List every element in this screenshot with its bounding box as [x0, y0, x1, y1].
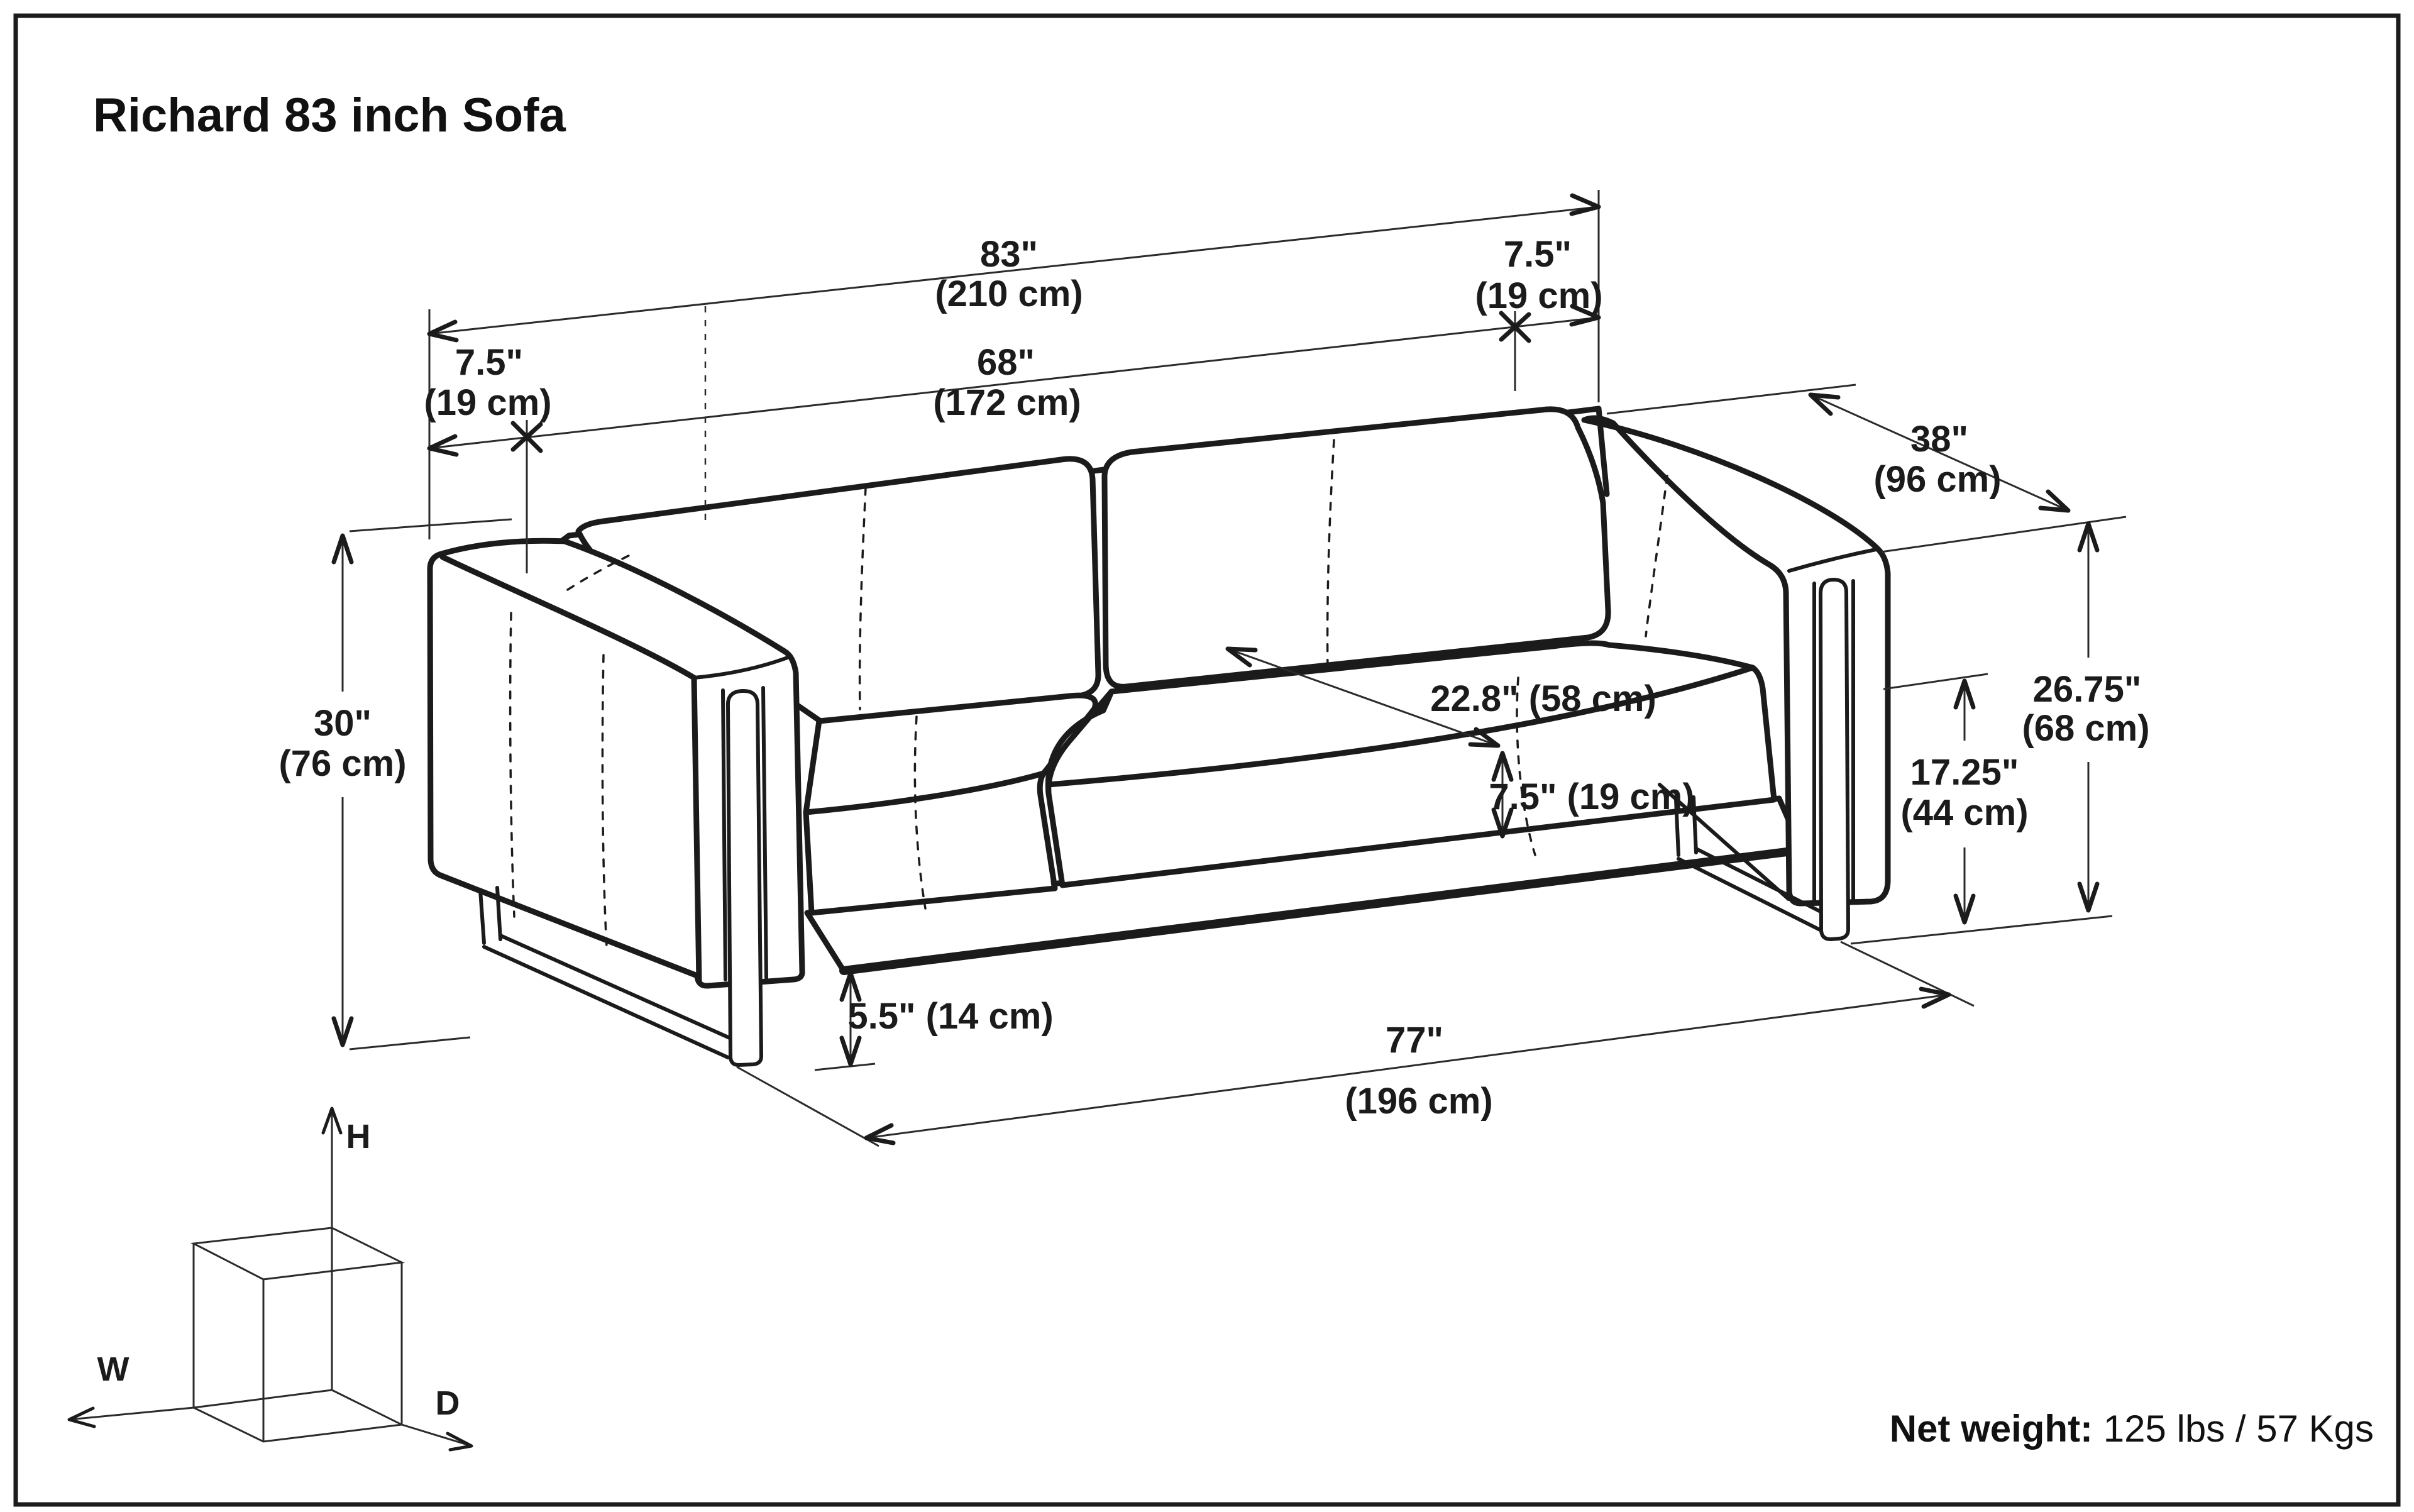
- page-title: Richard 83 inch Sofa: [93, 89, 566, 142]
- dim-front-width-metric: (196 cm): [1345, 1081, 1493, 1122]
- axis-label-width: W: [97, 1350, 130, 1388]
- dim-left-arm-metric: (19 cm): [424, 382, 552, 423]
- net-weight: Net weight: 125 lbs / 57 Kgs: [1890, 1407, 2374, 1450]
- back-cushion-right: [1101, 406, 1611, 690]
- axis-label-height: H: [346, 1118, 371, 1156]
- dim-seat-depth: 22.8" (58 cm): [1430, 678, 1656, 719]
- dim-seat-height-inches: 17.25": [1910, 752, 2019, 793]
- seat-cushion-right: [1045, 640, 1777, 888]
- dim-overall-height-metric: (76 cm): [278, 743, 407, 784]
- dim-left-arm-inches: 7.5": [455, 342, 524, 383]
- dim-arm-height-inches: 26.75": [2032, 669, 2142, 710]
- dim-seat-height-metric: (44 cm): [1900, 792, 2029, 833]
- dim-right-arm-metric: (19 cm): [1475, 275, 1603, 316]
- border-frame: [13, 13, 2401, 1507]
- dim-leg-height: 5.5" (14 cm): [847, 996, 1054, 1037]
- dim-overall-width-inches: 83": [979, 234, 1039, 275]
- dim-cushion-thickness: 7.5" (19 cm): [1489, 776, 1695, 817]
- dim-front-width-inches: 77": [1385, 1020, 1444, 1061]
- left-arm: [427, 538, 805, 989]
- dimension-lines: [331, 190, 2127, 1147]
- dim-right-arm-inches: 7.5": [1503, 234, 1572, 275]
- dim-interior-width-inches: 68": [976, 342, 1035, 383]
- dim-depth-inches: 38": [1910, 419, 1969, 460]
- axis-label-depth: D: [435, 1384, 460, 1422]
- axis-cube: [67, 1106, 473, 1452]
- dim-arm-height-metric: (68 cm): [2022, 708, 2150, 749]
- dim-interior-width-metric: (172 cm): [933, 382, 1081, 423]
- dim-depth-metric: (96 cm): [1873, 459, 2002, 500]
- sofa-illustration: [427, 406, 1891, 1067]
- dim-overall-height-inches: 30": [313, 703, 372, 744]
- right-arm: [1581, 415, 1891, 907]
- dim-overall-width-metric: (210 cm): [935, 273, 1083, 314]
- net-weight-label: Net weight:: [1889, 1408, 2093, 1450]
- net-weight-value: 125 lbs / 57 Kgs: [2093, 1408, 2374, 1450]
